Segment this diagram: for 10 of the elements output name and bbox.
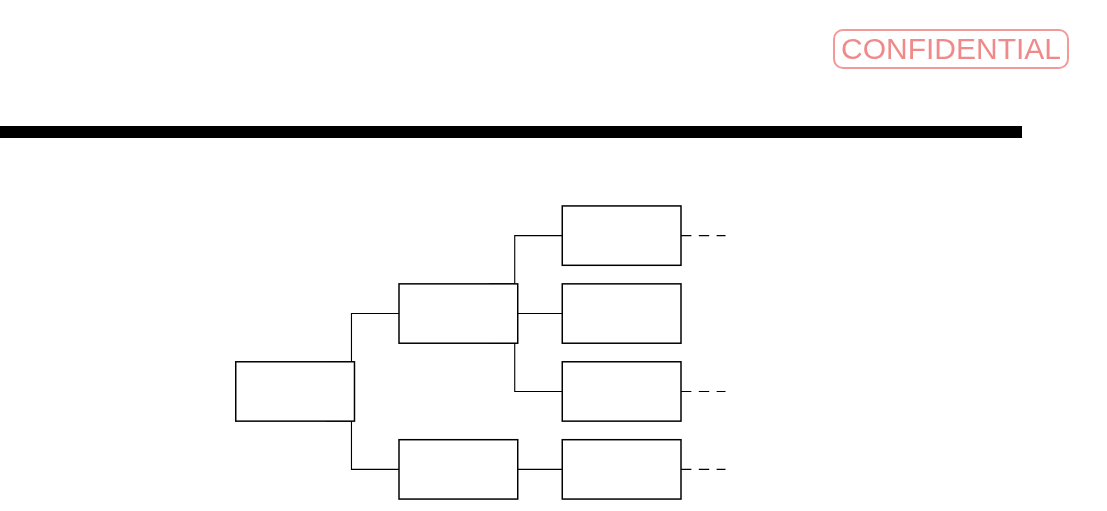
connector bbox=[517, 313, 563, 315]
node-box bbox=[561, 361, 682, 422]
node-box bbox=[561, 205, 682, 267]
connector bbox=[517, 468, 563, 470]
stamp-text: CONFIDENTIAL bbox=[833, 29, 1070, 69]
node-box bbox=[561, 283, 682, 344]
node-box bbox=[398, 438, 519, 500]
node-box bbox=[398, 283, 519, 344]
node-box bbox=[561, 438, 682, 500]
node-box bbox=[235, 361, 356, 422]
